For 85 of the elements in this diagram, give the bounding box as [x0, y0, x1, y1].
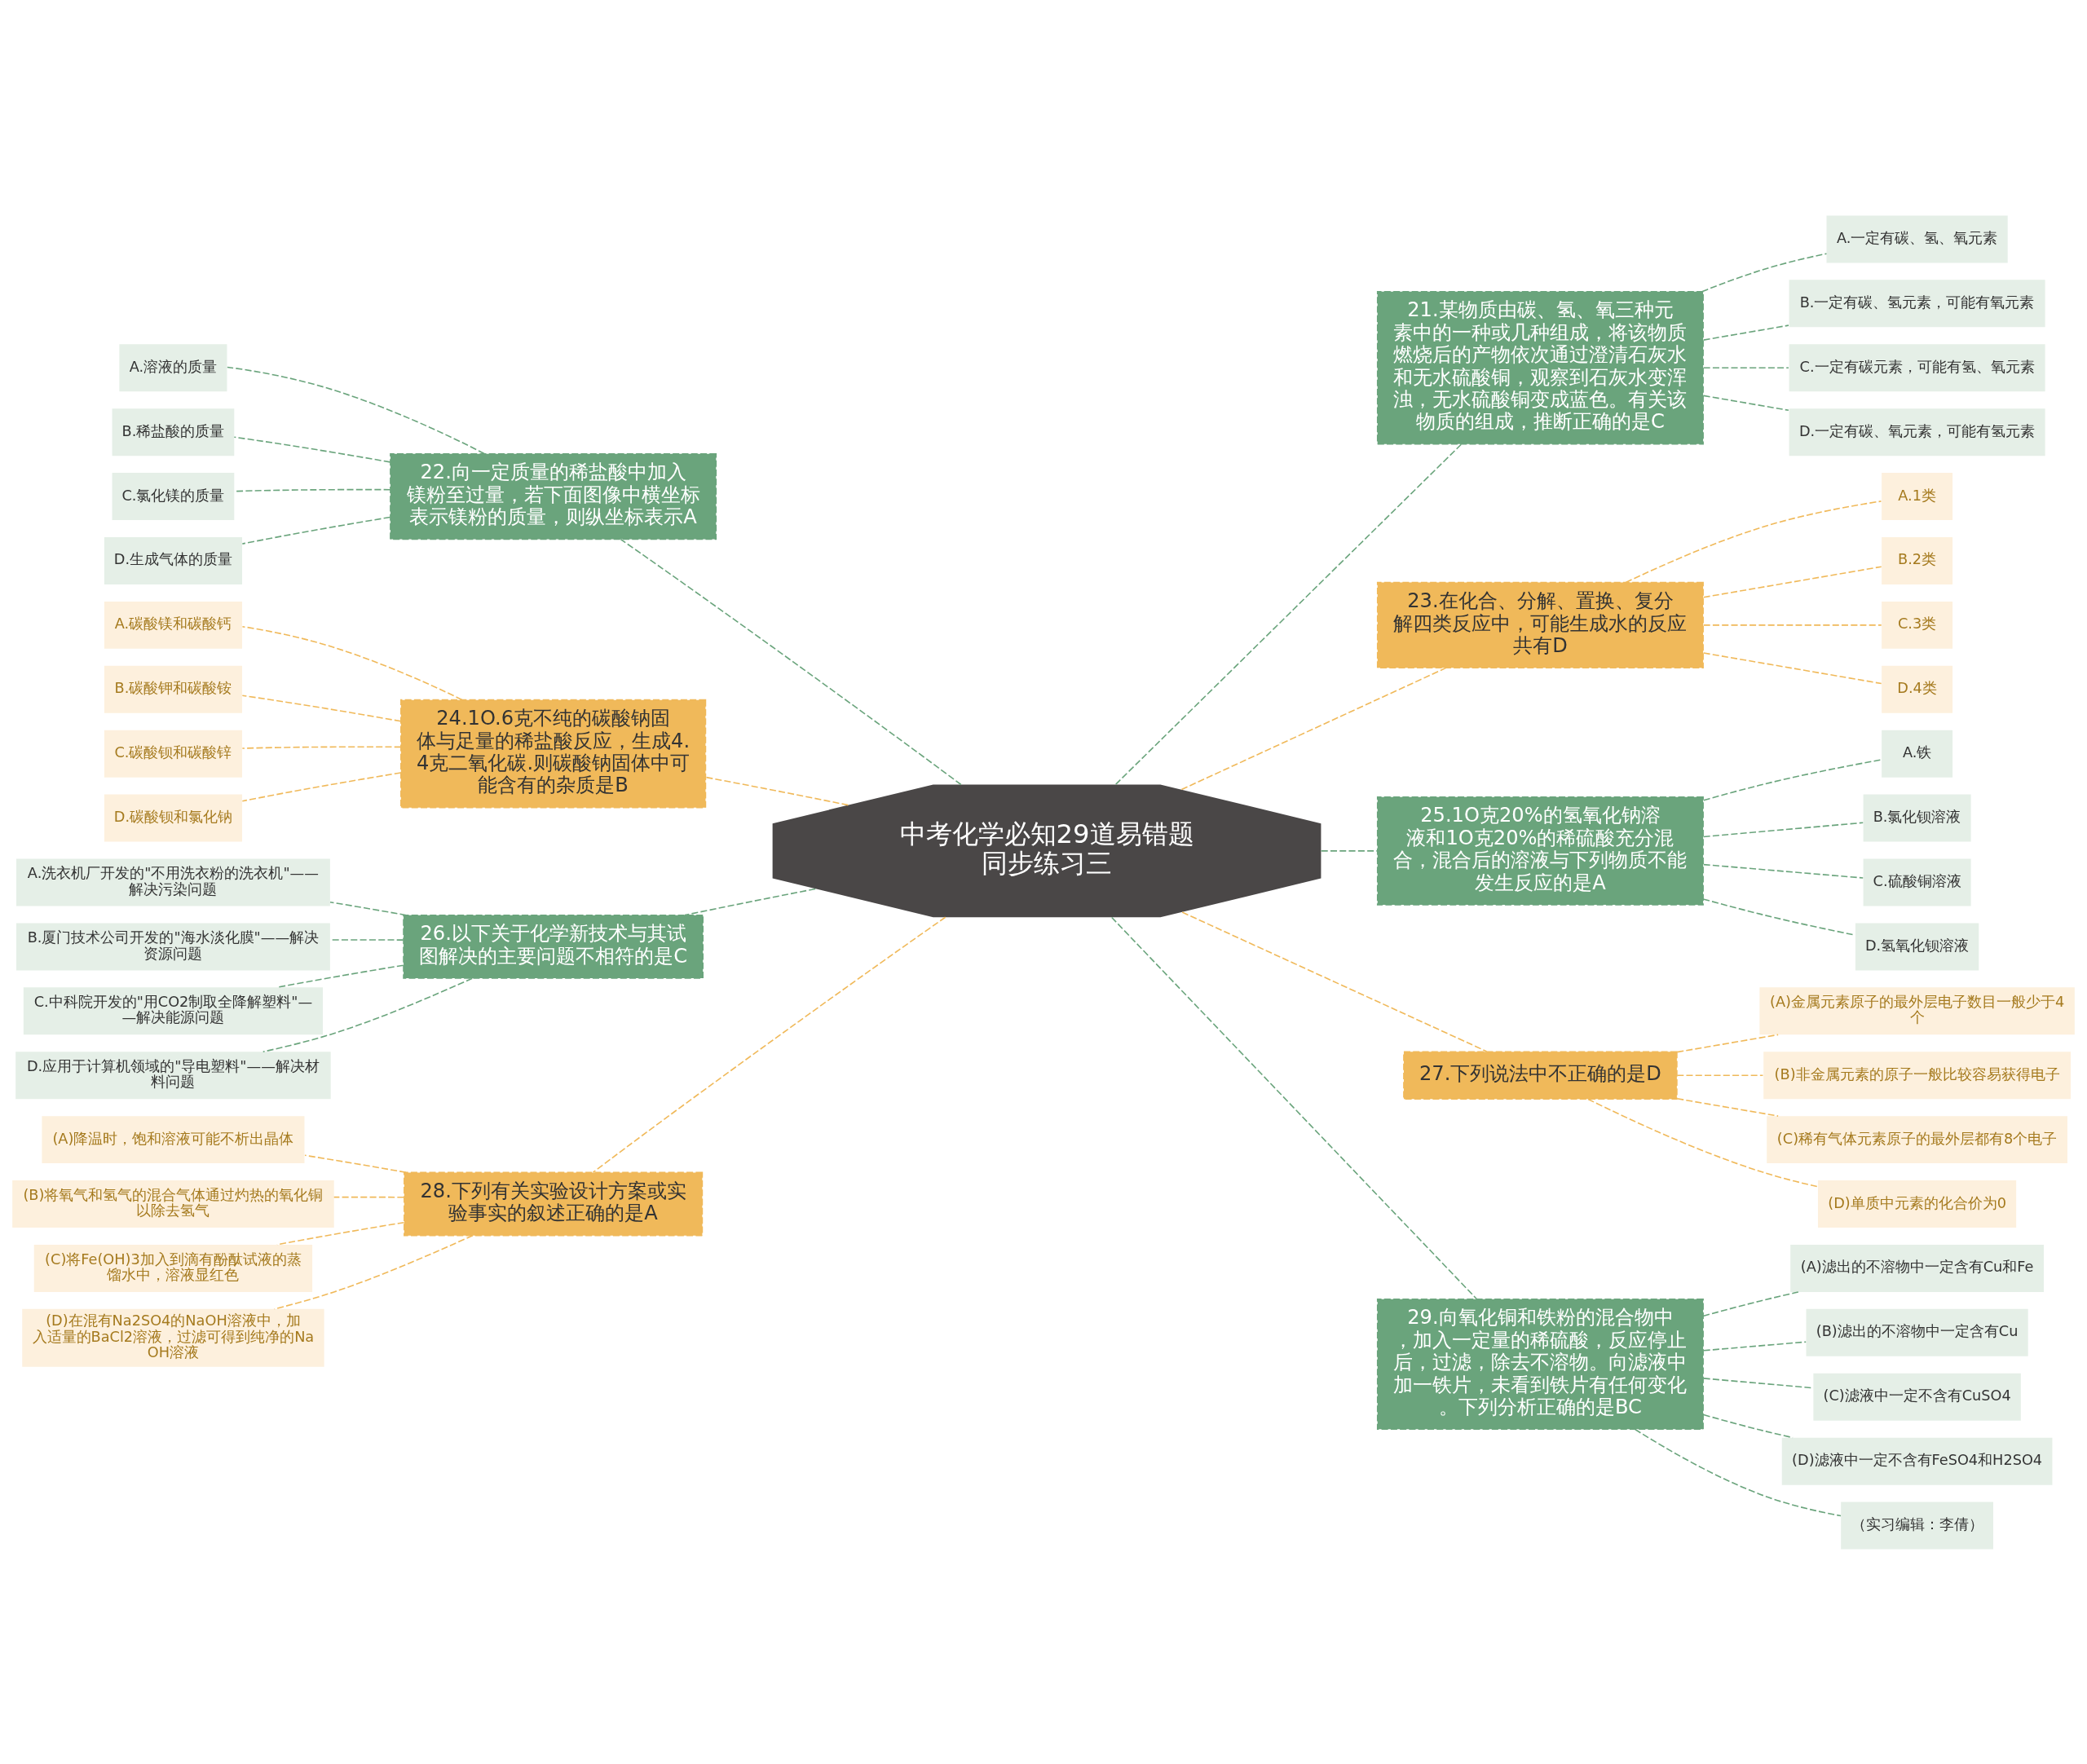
- connector: [304, 1154, 407, 1173]
- node-box: (C)稀有气体元素原子的最外层都有8个电子: [1767, 1115, 2067, 1163]
- connector: [1701, 252, 1828, 293]
- connector: [1702, 651, 1882, 684]
- connector: [227, 366, 485, 454]
- node-box: A.溶液的质量: [119, 343, 227, 391]
- node-box: B.2类: [1882, 536, 1953, 584]
- node-box: (A)滤出的不溶物中一定含有Cu和Fe: [1790, 1244, 2044, 1292]
- node-box: D.氢氧化钡溶液: [1855, 922, 1979, 970]
- node-box: 21.某物质由碳、氢、氧三种元素中的一种或几种组成，将该物质燃烧后的产物依次通过澄清石灰水和无水硫酸铜，观察到石灰水变浑浊，无水硫酸铜变成蓝色。有关该物质的组成，推断正确的是C: [1376, 290, 1704, 444]
- node-box: (B)滤出的不溶物中一定含有Cu: [1806, 1308, 2028, 1356]
- connector: [1634, 1428, 1842, 1516]
- connector: [1702, 624, 1882, 626]
- connector: [276, 964, 404, 988]
- connector: [241, 516, 391, 545]
- connector: [1676, 1097, 1779, 1117]
- connector: [329, 901, 408, 915]
- node-box: C.中科院开发的"用CO2制取全降解塑料"——解决能源问题: [23, 986, 323, 1034]
- node-box: (C)将Fe(OH)3加入到滴有酚酞试液的蒸馏水中，溶液显红色: [33, 1244, 313, 1292]
- connector: [241, 625, 463, 700]
- node-box: 26.以下关于化学新技术与其试图解决的主要问题不相符的是C: [403, 914, 704, 979]
- connector: [1587, 1098, 1819, 1188]
- node-box: A.1类: [1882, 472, 1953, 520]
- node-box: 28.下列有关实验设计方案或实验事实的叙述正确的是A: [404, 1171, 704, 1236]
- node-box: A.碳酸镁和碳酸钙: [104, 601, 242, 649]
- node-box: C.一定有碳元素，可能有氢、氧元素: [1789, 343, 2045, 391]
- node-box: 29.向氧化铜和铁粉的混合物中，加入一定量的稀硫酸，反应停止后，过滤，除去不溶物。向滤液中加一铁片，未看到铁片有任何变化。下列分析正确的是BC: [1376, 1298, 1704, 1430]
- connector: [1180, 667, 1447, 790]
- node-box: (B)非金属元素的原子一般比较容易获得电子: [1763, 1051, 2071, 1099]
- connector: [1702, 366, 1789, 368]
- node-box: A.铁: [1882, 730, 1953, 778]
- node-box: A.一定有碳、氢、氧元素: [1826, 214, 2008, 262]
- node-box: A.洗衣机厂开发的"不用洗衣粉的洗衣机"——解决污染问题: [16, 858, 330, 906]
- node-box: （实习编辑：李倩）: [1841, 1502, 1993, 1550]
- node-box: 23.在化合、分解、置换、复分解四类反应中，可能生成水的反应共有D: [1376, 581, 1704, 668]
- node-box: C.3类: [1882, 601, 1953, 649]
- connector: [1625, 500, 1882, 583]
- node-box: C.硫酸铜溶液: [1863, 858, 1971, 906]
- node-box: D.4类: [1882, 665, 1953, 713]
- node-box: 22.向一定质量的稀盐酸中加入镁粉至过量，若下面图像中横坐标表示镁粉的质量，则纵坐标表示A: [390, 452, 717, 540]
- connector: [1702, 1290, 1799, 1316]
- node-box: D.碳酸钡和氯化钠: [104, 794, 242, 842]
- connector: [262, 977, 474, 1052]
- connector: [1702, 1340, 1807, 1352]
- node-box: 27.下列说法中不正确的是D: [1403, 1050, 1678, 1100]
- connector: [1702, 395, 1789, 411]
- connector: [1181, 911, 1488, 1052]
- connector: [241, 695, 402, 722]
- connector: [233, 435, 391, 463]
- node-box: 25.1O克20%的氢氧化钠溶液和1O克20%的稀硫酸充分混合，混合后的溶液与下列物质不能发生反应的是A: [1376, 796, 1704, 906]
- node-box: B.稀盐酸的质量: [112, 408, 235, 456]
- connector: [620, 538, 962, 785]
- node-box: C.碳酸钡和碳酸锌: [104, 730, 242, 778]
- connector: [705, 776, 849, 805]
- node-box: (D)单质中元素的化合价为0: [1818, 1180, 2017, 1228]
- connector: [1702, 863, 1864, 879]
- connector: [1320, 849, 1378, 852]
- connector: [333, 1196, 405, 1198]
- connector: [1110, 916, 1478, 1299]
- node-box: D.一定有碳、氧元素，可能有氢元素: [1789, 408, 2045, 456]
- connector: [1702, 758, 1882, 801]
- connector: [684, 888, 816, 915]
- connector: [1114, 443, 1463, 785]
- connector: [1702, 324, 1789, 341]
- node-box: (A)降温时，饱和溶液可能不析出晶体: [42, 1115, 305, 1163]
- connector: [1702, 821, 1864, 837]
- node-box: B.碳酸钾和碳酸铵: [104, 665, 242, 713]
- connector: [241, 771, 402, 802]
- node-box: B.厦门技术公司开发的"海水淡化膜"——解决资源问题: [16, 922, 330, 970]
- node-box: (B)将氧气和氢气的混合气体通过灼热的氧化铜以除去氢气: [12, 1180, 334, 1228]
- node-box: (D)滤液中一定不含有FeSO4和H2SO4: [1781, 1437, 2053, 1485]
- connector: [1676, 1034, 1779, 1052]
- node-box: 24.1O.6克不纯的碳酸钠固体与足量的稀盐酸反应，生成4.4克二氧化碳.则碳酸钠固体中可能含有的杂质是B: [400, 699, 707, 808]
- node-box: D.应用于计算机领域的"导电塑料"——解决材料问题: [15, 1051, 331, 1099]
- connector: [241, 745, 402, 749]
- node-box: D.生成气体的质量: [104, 536, 242, 584]
- node-box: C.氯化镁的质量: [112, 472, 235, 520]
- node-box: (A)金属元素原子的最外层电子数目一般少于4个: [1759, 986, 2075, 1034]
- connector: [1676, 1074, 1764, 1076]
- connector: [1702, 565, 1882, 598]
- node-box: B.氯化钡溶液: [1863, 794, 1971, 842]
- connector: [592, 915, 946, 1173]
- node-box: (D)在混有Na2SO4的NaOH溶液中，加入适量的BaCl2溶液，过滤可得到纯净的NaOH溶液: [22, 1308, 324, 1367]
- node-box: (C)滤液中一定不含有CuSO4: [1813, 1373, 2021, 1421]
- node-box: B.一定有碳、氢元素，可能有氧元素: [1789, 279, 2045, 327]
